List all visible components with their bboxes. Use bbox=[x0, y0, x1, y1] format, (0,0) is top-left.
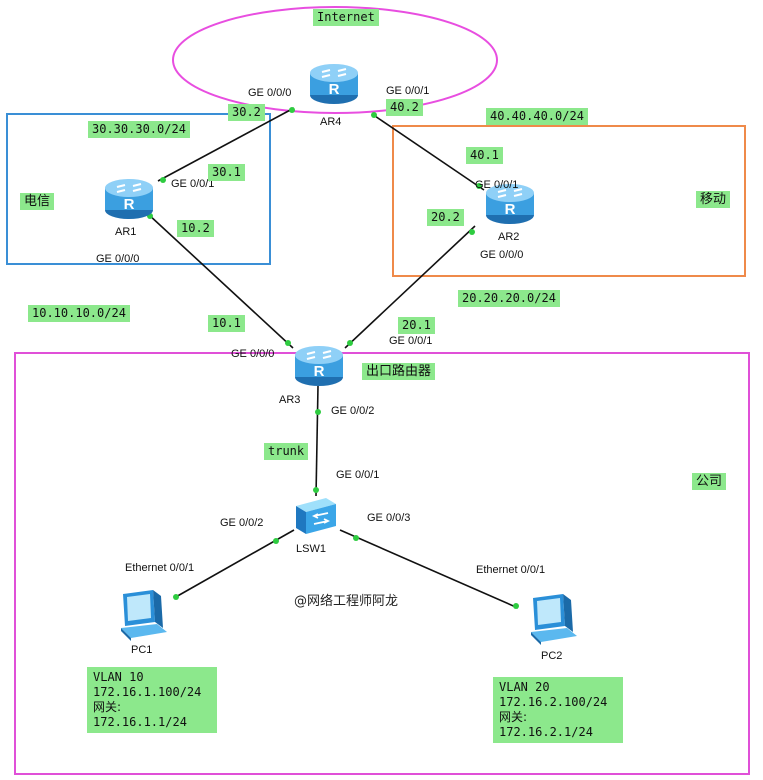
ar3-ge002-label: GE 0/0/2 bbox=[331, 405, 375, 417]
pc2-vlan-info: VLAN 20 172.16.2.100/24 网关: 172.16.2.1/2… bbox=[493, 677, 623, 743]
ar4-ge001-label: GE 0/0/1 bbox=[386, 85, 430, 97]
ar3-ge001-label: GE 0/0/1 bbox=[389, 335, 433, 347]
link-lsw1-pc2 bbox=[339, 529, 519, 609]
ar2-addr-20: 20.2 bbox=[427, 209, 464, 226]
router-ar4-icon[interactable]: R bbox=[308, 60, 360, 106]
lsw1-ge002-label: GE 0/0/2 bbox=[220, 517, 264, 529]
router-ar1-icon[interactable]: R bbox=[103, 175, 155, 221]
pc2-gateway-label: 网关: bbox=[499, 710, 528, 724]
pc2-eth-label: Ethernet 0/0/1 bbox=[476, 564, 546, 576]
pc2-gateway: 172.16.2.1/24 bbox=[499, 725, 593, 739]
port-dot bbox=[513, 603, 519, 609]
pc1-gateway-label: 网关: bbox=[93, 700, 122, 714]
net-10-label: 10.10.10.0/24 bbox=[28, 305, 130, 322]
author-watermark: @网络工程师阿龙 bbox=[294, 594, 399, 609]
ar1-name: AR1 bbox=[115, 226, 137, 238]
ar2-ge000-label: GE 0/0/0 bbox=[480, 249, 524, 261]
router-ar2-icon[interactable]: R bbox=[484, 180, 536, 226]
mobile-zone-label: 移动 bbox=[696, 191, 731, 208]
trunk-label: trunk bbox=[264, 443, 309, 460]
pc1-eth-label: Ethernet 0/0/1 bbox=[125, 562, 195, 574]
port-dot bbox=[353, 535, 359, 541]
pc2-ip: 172.16.2.100/24 bbox=[499, 695, 608, 709]
pc2-computer-icon[interactable] bbox=[523, 592, 579, 646]
ar4-addr-40: 40.2 bbox=[386, 99, 423, 116]
port-dot bbox=[469, 229, 475, 235]
ar4-addr-30: 30.2 bbox=[228, 104, 265, 121]
port-dot bbox=[160, 177, 166, 183]
pc2-vlan: VLAN 20 bbox=[499, 680, 550, 694]
router-ar3-icon[interactable]: R bbox=[293, 342, 345, 388]
port-dot bbox=[289, 107, 295, 113]
pc1-ip: 172.16.1.100/24 bbox=[93, 685, 202, 699]
link-ar2-ar3 bbox=[344, 225, 476, 349]
pc1-vlan-info: VLAN 10 172.16.1.100/24 网关: 172.16.1.1/2… bbox=[87, 667, 217, 733]
ar3-addr-10: 10.1 bbox=[208, 315, 245, 332]
svg-text:R: R bbox=[124, 196, 135, 213]
company-zone-label: 公司 bbox=[692, 473, 727, 490]
ar3-name: AR3 bbox=[279, 394, 301, 406]
ar2-addr-40: 40.1 bbox=[466, 147, 503, 164]
ar2-ge001-label: GE 0/0/1 bbox=[475, 179, 519, 191]
pc1-vlan: VLAN 10 bbox=[93, 670, 144, 684]
port-dot bbox=[285, 340, 291, 346]
net-20-label: 20.20.20.0/24 bbox=[458, 290, 560, 307]
pc1-gateway: 172.16.1.1/24 bbox=[93, 715, 187, 729]
port-dot bbox=[173, 594, 179, 600]
port-dot bbox=[347, 340, 353, 346]
port-dot bbox=[273, 538, 279, 544]
ar1-addr-30: 30.1 bbox=[208, 164, 245, 181]
company-zone-box bbox=[14, 352, 750, 775]
svg-text:R: R bbox=[505, 201, 516, 218]
internet-cloud-ring bbox=[172, 6, 498, 114]
svg-text:R: R bbox=[314, 363, 325, 380]
internet-label: Internet bbox=[313, 9, 379, 26]
ar1-ge001-label: GE 0/0/1 bbox=[171, 178, 215, 190]
lsw1-name: LSW1 bbox=[296, 543, 326, 555]
ar4-name: AR4 bbox=[320, 116, 342, 128]
link-ar4-ar2 bbox=[371, 113, 485, 191]
pc2-name: PC2 bbox=[541, 650, 563, 662]
pc1-name: PC1 bbox=[131, 644, 153, 656]
ar3-addr-20: 20.1 bbox=[398, 317, 435, 334]
telecom-zone-label: 电信 bbox=[20, 193, 55, 210]
link-ar3-lsw1 bbox=[315, 385, 319, 497]
ar2-name: AR2 bbox=[498, 231, 520, 243]
switch-lsw1-icon[interactable] bbox=[292, 494, 338, 536]
lsw1-ge001-label: GE 0/0/1 bbox=[336, 469, 380, 481]
port-dot bbox=[476, 183, 482, 189]
port-dot bbox=[313, 487, 319, 493]
link-ar4-ar1 bbox=[157, 107, 295, 182]
pc1-computer-icon[interactable] bbox=[113, 588, 169, 642]
port-dot bbox=[371, 112, 377, 118]
ar3-ge000-label: GE 0/0/0 bbox=[231, 348, 275, 360]
ar1-addr-10: 10.2 bbox=[177, 220, 214, 237]
svg-text:R: R bbox=[329, 81, 340, 98]
telecom-zone-box bbox=[6, 113, 271, 265]
net-40-label: 40.40.40.0/24 bbox=[486, 108, 588, 125]
net-30-label: 30.30.30.0/24 bbox=[88, 121, 190, 138]
mobile-zone-box bbox=[392, 125, 746, 277]
egress-router-label: 出口路由器 bbox=[362, 363, 436, 380]
ar1-ge000-label: GE 0/0/0 bbox=[96, 253, 140, 265]
ar4-ge000-label: GE 0/0/0 bbox=[248, 87, 292, 99]
port-dot bbox=[315, 409, 321, 415]
link-ar1-ar3 bbox=[147, 213, 294, 349]
lsw1-ge003-label: GE 0/0/3 bbox=[367, 512, 411, 524]
